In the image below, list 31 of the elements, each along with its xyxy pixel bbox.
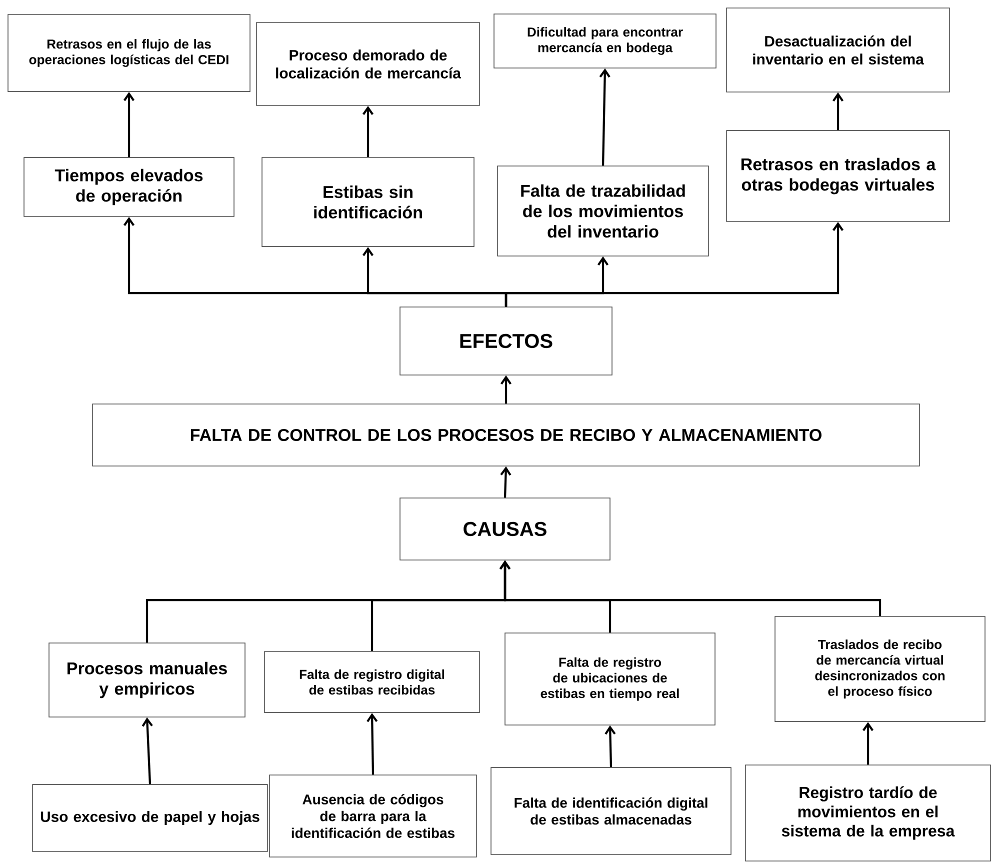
- problem-box: FALTA DE CONTROL DE LOS PROCESOS DE RECIBO Y ALMACENAMIENTO: [92, 404, 920, 466]
- arrow: [599, 68, 610, 166]
- arrow: [604, 725, 616, 768]
- cause-box: Uso excesivo de papel y hojas: [32, 784, 268, 852]
- arrow: [123, 92, 135, 158]
- arrow: [499, 560, 882, 616]
- effect-box: Falta de trazabilidad de los movimientos del inventario: [497, 166, 709, 256]
- effect-box: Tiempos elevados de operación: [24, 157, 234, 217]
- arrow: [500, 375, 512, 404]
- cause-box: Traslados de recibo de mercancía virtual desincronizados con el proceso físico: [774, 616, 986, 722]
- arrow: [504, 222, 844, 307]
- effect-box: Desactualización del inventario en el sistema: [726, 8, 950, 92]
- effect-box: Retrasos en traslados a otras bodegas virtuales: [726, 130, 950, 222]
- arrow: [500, 466, 512, 498]
- arrow: [362, 106, 374, 158]
- effect-box: Proceso demorado de localización de mercancía: [256, 22, 480, 106]
- cause-box: Falta de identificación digital de estibas almacenadas: [490, 767, 732, 855]
- arrow: [366, 712, 378, 775]
- cause-box: Procesos manuales y empiricos: [48, 642, 246, 718]
- cause-box: Falta de registro de ubicaciones de estibas en tiempo real: [504, 632, 716, 726]
- cause-box: Ausencia de códigos de barra para la identificación de estibas: [269, 774, 477, 858]
- arrow: [142, 717, 153, 784]
- effect-box: Retrasos en el flujo de las operaciones logísticas del CEDI: [8, 14, 250, 92]
- heading-box: EFECTOS: [400, 306, 612, 376]
- arrow: [862, 722, 874, 765]
- effect-box: Estibas sin identificación: [262, 157, 474, 247]
- effect-box: Dificultad para encontrar mercancía en bodega: [494, 14, 716, 68]
- cause-box: Registro tardío de movimientos en el sistema de la empresa: [745, 764, 991, 862]
- heading-box: CAUSAS: [400, 498, 610, 560]
- arrow: [832, 92, 844, 130]
- cause-box: Falta de registro digital de estibas recibidas: [264, 651, 480, 713]
